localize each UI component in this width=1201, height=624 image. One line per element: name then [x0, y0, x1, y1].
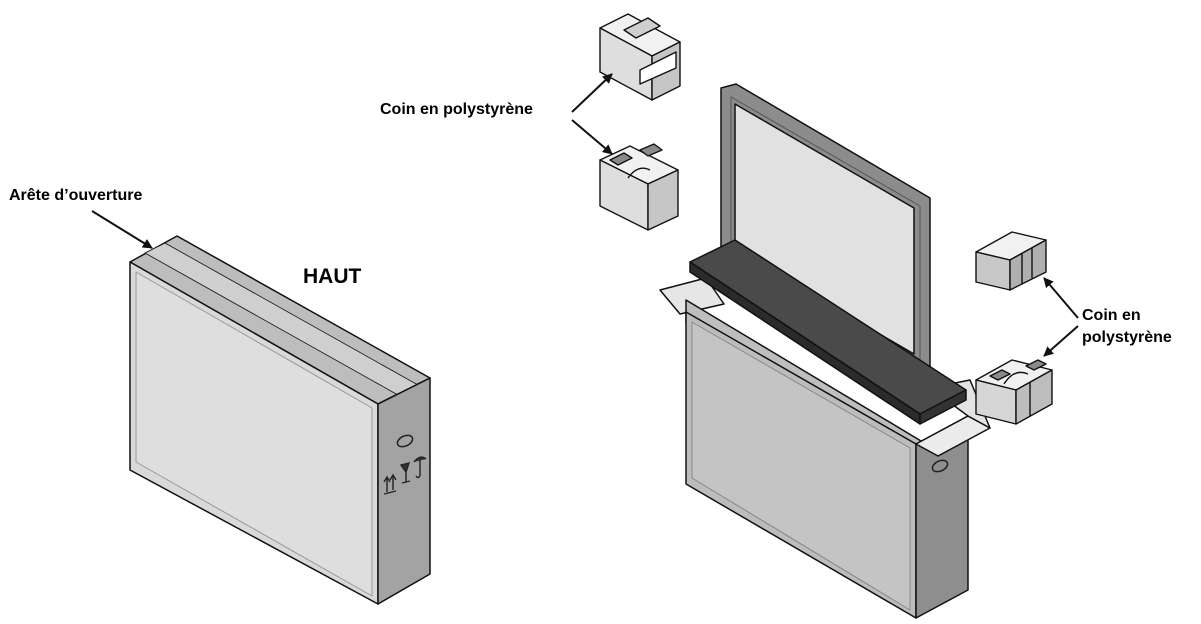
box-side-face [377, 377, 431, 605]
umbrella-icon [413, 456, 427, 479]
foam-corner-top-1 [599, 13, 681, 101]
corner-right-arrows [1043, 277, 1079, 357]
packing-tray-edge-side [919, 389, 967, 425]
foam-corner-top-2 [599, 143, 679, 231]
foam-corner-right-1 [975, 231, 1047, 291]
opening-edge-arrow [91, 210, 153, 249]
packing-tray [689, 239, 967, 425]
handle-icon [931, 459, 949, 473]
polystyrene-corner-label-right-line1: Coin en [1082, 307, 1141, 324]
top-label: HAUT [303, 265, 362, 288]
tv-screen [734, 103, 915, 355]
box-front-panel [135, 271, 373, 597]
box-front-panel-open [691, 321, 911, 611]
box-flap-left [659, 277, 725, 315]
this-way-up-icon [383, 473, 397, 495]
polystyrene-corner-label-right: Coin en polystyrène [1082, 305, 1172, 349]
polystyrene-corner-label-top: Coin en polystyrène [380, 101, 533, 118]
polystyrene-corner-label-right-line2: polystyrène [1082, 329, 1172, 346]
opening-edge-label: Arête d’ouverture [9, 187, 143, 204]
handle-icon [396, 434, 414, 448]
corner-top-arrows [571, 73, 613, 155]
open-box [659, 277, 991, 619]
foam-corner-right-2 [975, 359, 1053, 425]
fragile-glass-icon [399, 462, 411, 484]
closed-box [129, 235, 431, 605]
